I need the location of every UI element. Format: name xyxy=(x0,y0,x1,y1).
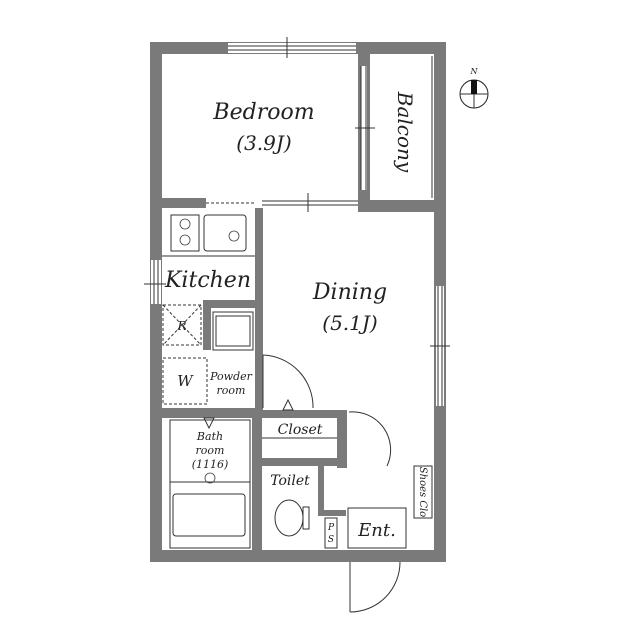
washer-label: W xyxy=(177,372,194,390)
toilet-label: Toilet xyxy=(270,473,310,489)
shoes-closet-label: Shoes Clo xyxy=(417,467,428,517)
kitchen-fixtures xyxy=(162,214,314,409)
bathroom-size: (1116) xyxy=(192,458,229,471)
compass-north-label: N xyxy=(470,67,479,76)
kitchen-label: Kitchen xyxy=(164,268,251,293)
powder-room-label-2: room xyxy=(217,384,246,397)
lower-fixtures xyxy=(262,398,433,613)
dining-label: Dining xyxy=(312,280,387,305)
ps-label-1: P xyxy=(327,523,335,533)
windows xyxy=(144,37,450,406)
balcony-label: Balcony xyxy=(393,91,417,173)
ps-label-2: S xyxy=(328,535,334,545)
compass-icon: N xyxy=(459,67,489,109)
bedroom-label: Bedroom xyxy=(212,100,314,125)
dining-size: (5.1J) xyxy=(322,311,377,335)
bathroom-label-1: Bath xyxy=(196,430,223,443)
entrance-label: Ent. xyxy=(357,520,396,541)
bedroom-size: (3.9J) xyxy=(236,131,291,155)
bathroom-label-2: room xyxy=(196,444,225,457)
powder-room-label-1: Powder xyxy=(209,370,253,383)
refrigerator-label: R xyxy=(176,319,186,333)
bath-fixtures xyxy=(169,417,251,549)
closet-label: Closet xyxy=(278,422,323,438)
